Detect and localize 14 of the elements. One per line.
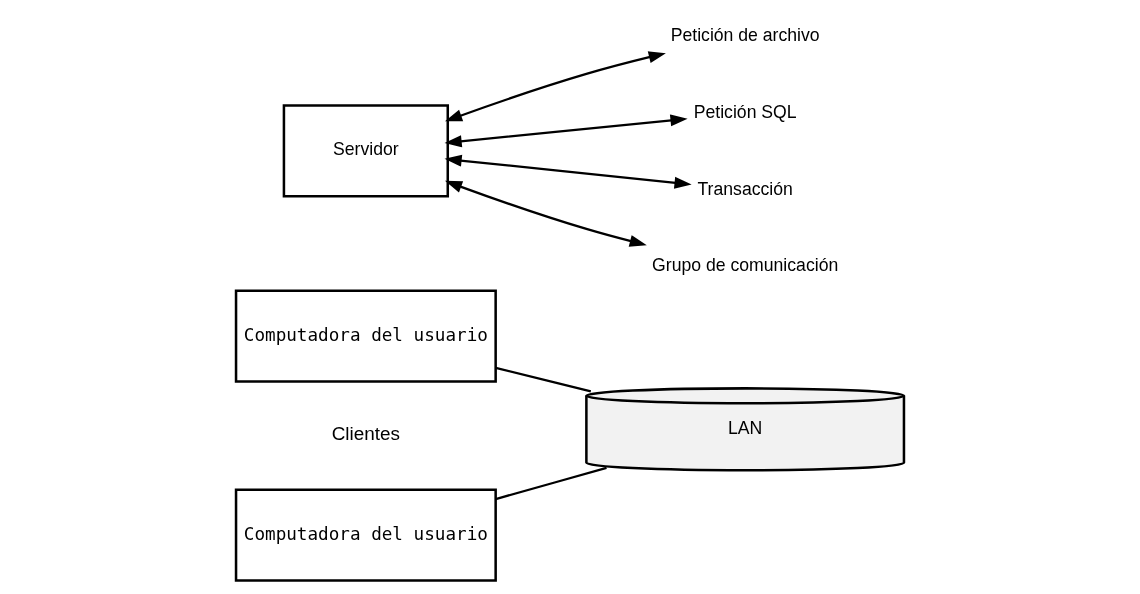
- connector: [495, 366, 592, 393]
- node-text: Petición SQL: [693, 101, 797, 122]
- node-box: Servidor: [282, 104, 449, 198]
- arrow: [445, 51, 666, 122]
- arrow: [444, 180, 647, 247]
- node-text: Petición de archivo: [670, 24, 820, 45]
- label: Clientes: [331, 423, 400, 445]
- node-text: Transacción: [697, 178, 793, 199]
- node-box: Computadora del usuario: [234, 488, 497, 582]
- node-text: Grupo de comunicación: [652, 255, 839, 276]
- arrow: [444, 154, 692, 189]
- node-box: Computadora del usuario: [234, 289, 497, 383]
- arrow: [444, 114, 688, 148]
- connector: [495, 466, 607, 501]
